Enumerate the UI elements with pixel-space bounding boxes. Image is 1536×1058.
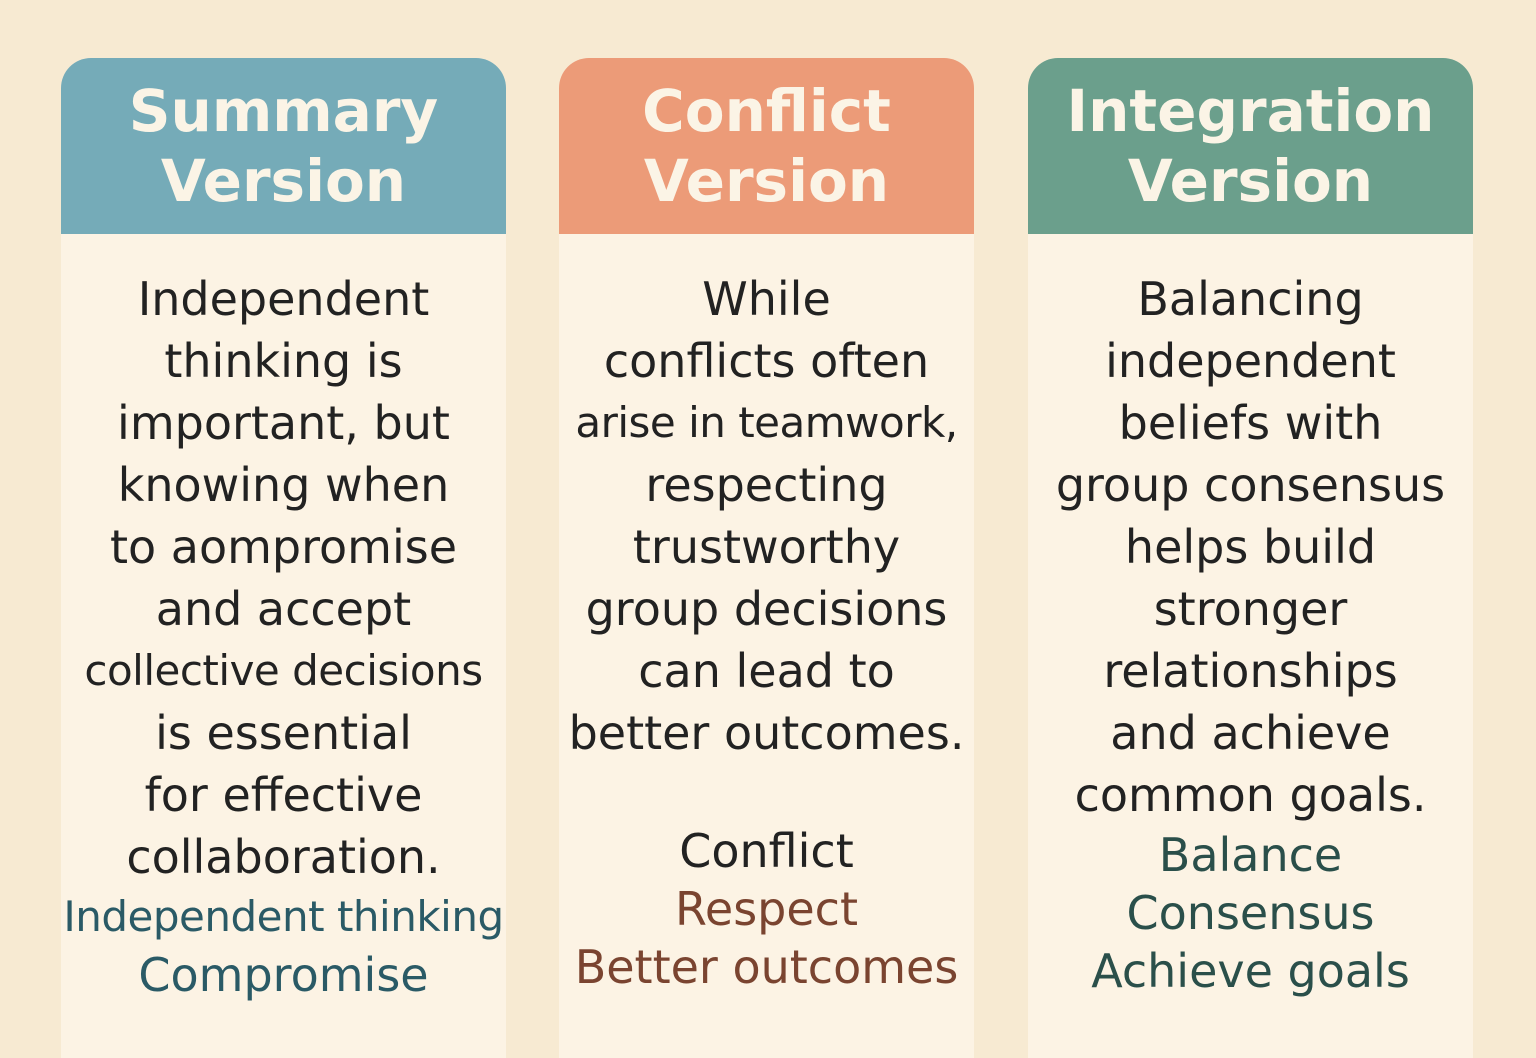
conflict-body-line: trustworthy [632,520,901,574]
integration-keyword: Achieve goals [1091,944,1410,998]
integration-keywords: Balance Consensus Achieve goals [1028,826,1473,1000]
summary-keywords: Independent thinking Compromise [61,888,506,1004]
conflict-version-card: Conflict Version While conflicts often a… [559,58,974,1058]
summary-body-line: thinking is [164,334,403,388]
summary-keyword: Compromise [138,948,429,1002]
integration-body-text: Balancing independent beliefs with group… [1028,234,1473,826]
conflict-keyword: Respect [675,882,858,936]
integration-keyword: Consensus [1126,886,1375,940]
integration-version-body: Balancing independent beliefs with group… [1028,234,1473,1000]
integration-version-header: Integration Version [1028,58,1473,234]
conflict-body-line: arise in teamwork, [575,398,958,447]
conflict-keyword: Conflict [679,824,854,878]
conflict-body-line: respecting [645,458,888,512]
integration-body-line: helps build [1124,520,1377,574]
summary-body-line: knowing when [117,458,450,512]
integration-version-card: Integration Version Balancing independen… [1028,58,1473,1058]
summary-body-line: collaboration. [126,830,441,884]
integration-body-line: group consensus [1055,458,1446,512]
conflict-body-line: better outcomes. [568,706,965,760]
integration-body-line: common goals. [1074,768,1427,822]
conflict-body-line: While [702,272,831,326]
summary-version-body: Independent thinking is important, but k… [61,234,506,1004]
integration-body-line: independent [1105,334,1396,388]
summary-body-line: to aompromise [109,520,458,574]
summary-version-card: Summary Version Independent thinking is … [61,58,506,1058]
conflict-keywords: Conflict Respect Better outcomes [559,822,974,996]
conflict-body-line: conflicts often [603,334,930,388]
conflict-keyword: Better outcomes [574,940,959,994]
summary-body-line: important, but [117,396,450,450]
summary-body-line: for effective [144,768,423,822]
summary-title-line-1: Summary [128,77,439,145]
conflict-title-line-1: Conflict [642,77,891,145]
integration-title-line-1: Integration [1066,77,1435,145]
integration-body-line: relationships [1103,644,1398,698]
integration-body-line: Balancing [1137,272,1364,326]
summary-body-line: is essential [155,706,412,760]
conflict-body-line: group decisions [585,582,948,636]
conflict-title-line-2: Version [643,147,890,215]
conflict-version-body: While conflicts often arise in teamwork,… [559,234,974,996]
summary-title-line-2: Version [160,147,407,215]
summary-version-header: Summary Version [61,58,506,234]
conflict-body-line: can lead to [638,644,895,698]
integration-keyword: Balance [1158,828,1343,882]
summary-body-line: and accept [155,582,412,636]
integration-body-line: beliefs with [1118,396,1383,450]
summary-body-line: collective decisions [84,646,483,695]
integration-body-line: and achieve [1110,706,1391,760]
conflict-body-text: While conflicts often arise in teamwork,… [559,234,974,764]
summary-body-line: Independent [137,272,430,326]
integration-body-line: stronger [1153,582,1348,636]
integration-title-line-2: Version [1127,147,1374,215]
conflict-version-header: Conflict Version [559,58,974,234]
summary-keyword: Independent thinking [63,892,504,941]
summary-body-text: Independent thinking is important, but k… [61,234,506,888]
